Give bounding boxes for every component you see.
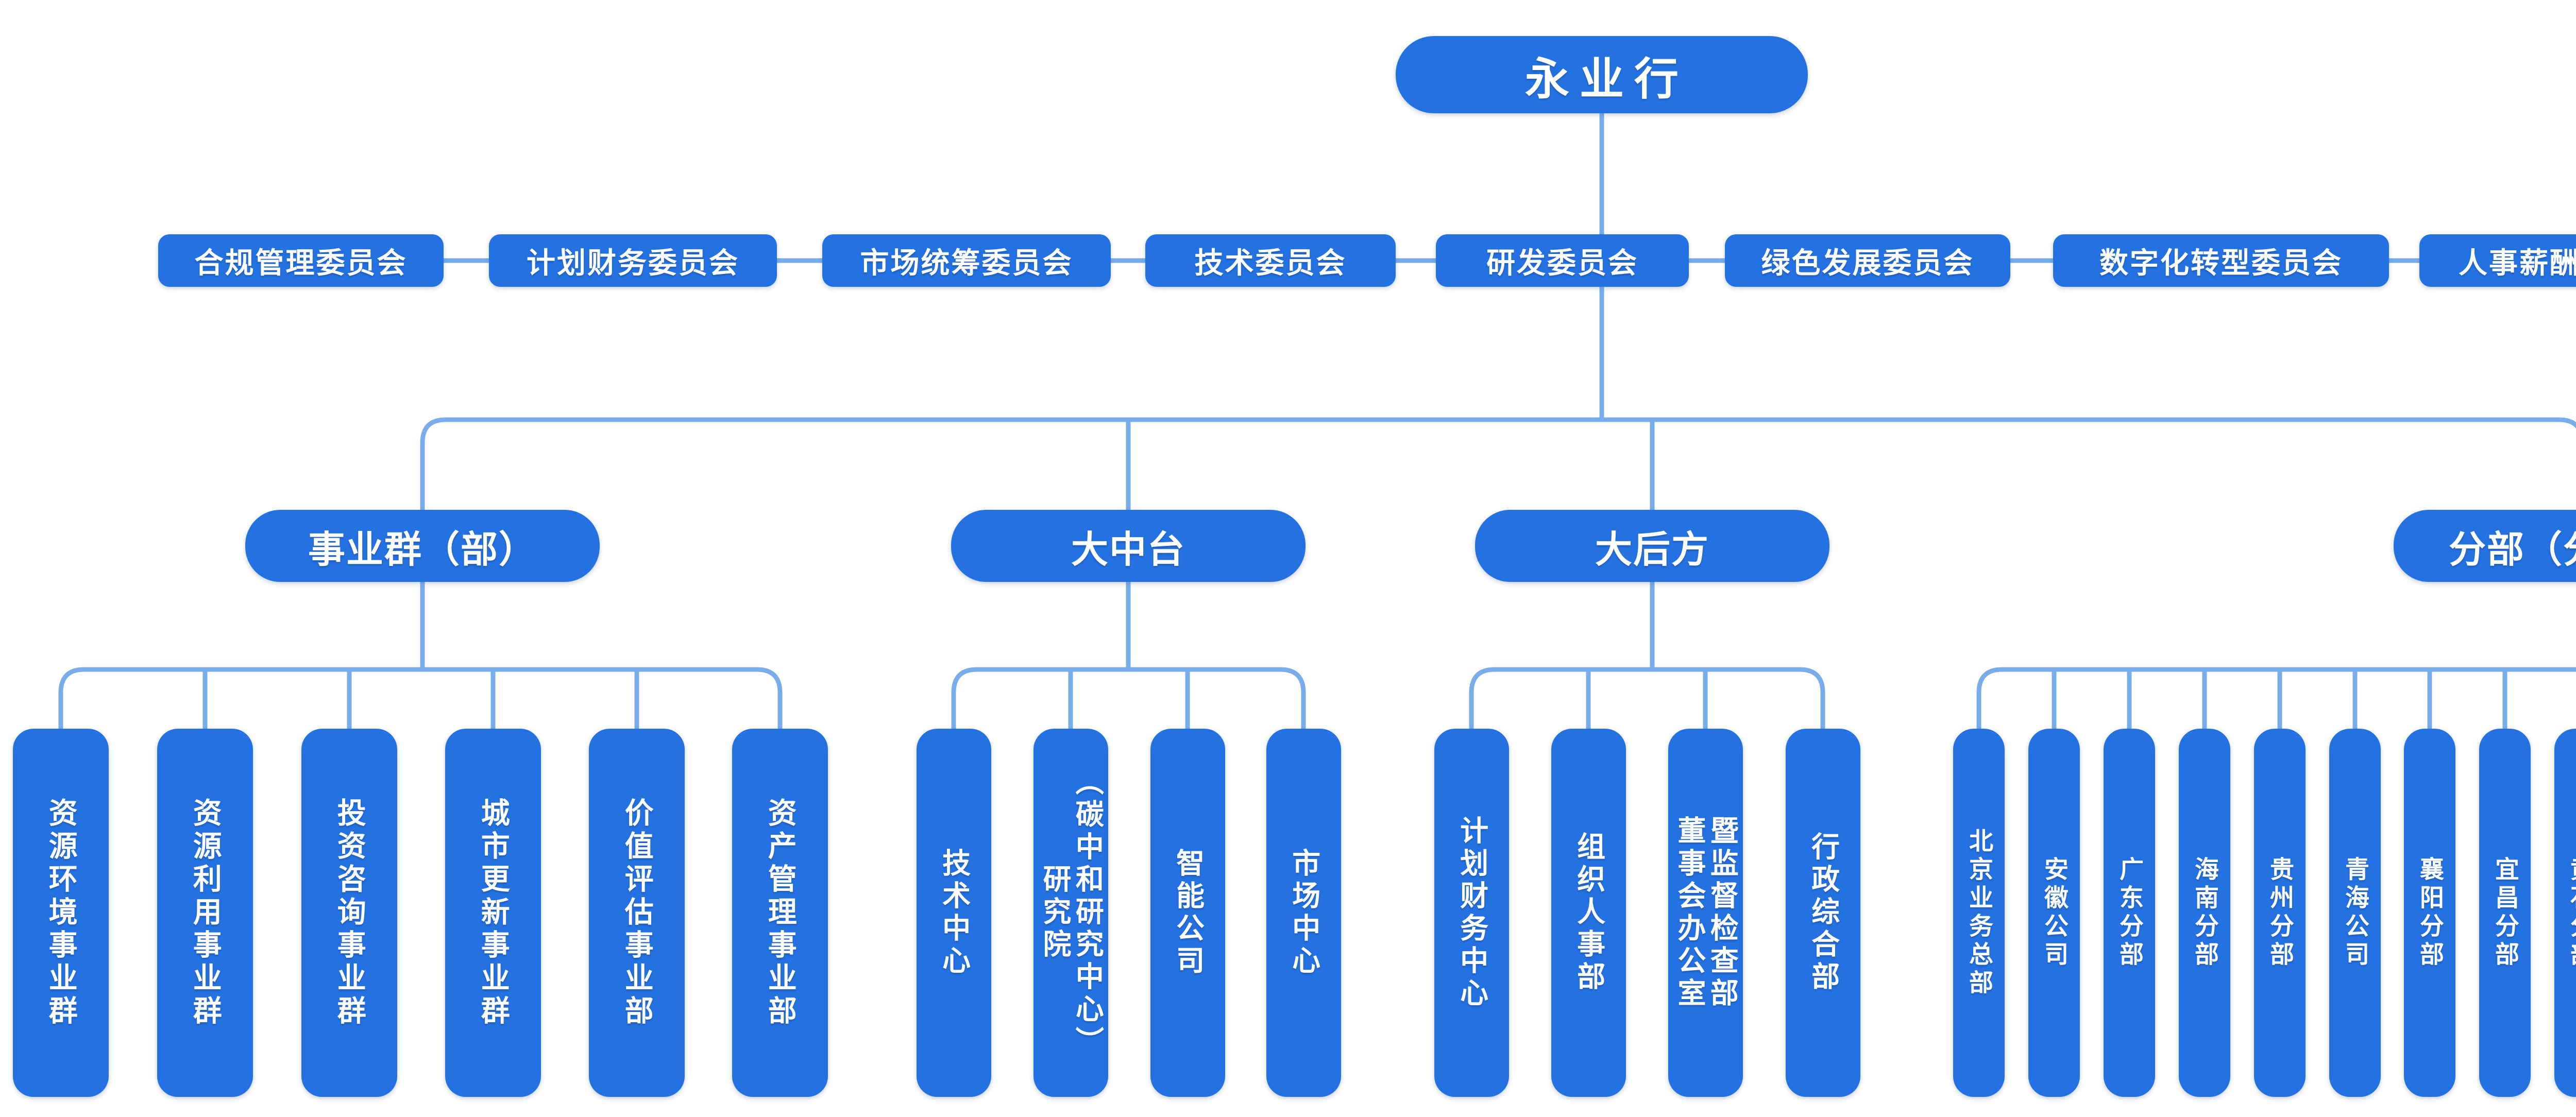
- group-pill-node-label: 事业群（部）: [308, 529, 537, 571]
- committee-node[interactable]: 市场统筹委员会: [822, 234, 1111, 287]
- department-node[interactable]: 组织人事部: [1551, 729, 1626, 1097]
- department-node[interactable]: 资源环境事业群: [13, 729, 109, 1097]
- department-node[interactable]: 投资咨询事业群: [301, 729, 397, 1097]
- committee-node[interactable]: 合规管理委员会: [158, 234, 444, 287]
- department-node[interactable]: 市场中心: [1266, 729, 1341, 1097]
- department-node[interactable]: 贵州分部: [2254, 729, 2306, 1097]
- department-node[interactable]: 计划财务中心: [1434, 729, 1509, 1097]
- group-pill-node-label: 大后方: [1595, 529, 1709, 571]
- department-node-label: 研究院 （碳中和研究中心）: [1039, 767, 1104, 1059]
- department-node-label: 投资咨询事业群: [333, 797, 366, 1028]
- committee-node-label: 合规管理委员会: [194, 246, 408, 279]
- group-pill-node-label: 大中台: [1071, 529, 1185, 571]
- committee-node-label: 计划财务委员会: [527, 246, 739, 279]
- committee-node-label: 技术委员会: [1194, 246, 1347, 279]
- committee-node[interactable]: 人事薪酬委员会: [2419, 234, 2576, 287]
- department-node[interactable]: 安徽公司: [2028, 729, 2080, 1097]
- department-node-label: 董事会办公室 暨监督检查部: [1673, 815, 1738, 1010]
- department-node-label: 海南分部: [2191, 856, 2219, 970]
- group-pill-node-label: 分部（分公司）: [2448, 529, 2576, 571]
- department-node-label: 资源利用事业群: [189, 797, 222, 1028]
- department-node[interactable]: 董事会办公室 暨监督检查部: [1668, 729, 1743, 1097]
- committee-node[interactable]: 数字化转型委员会: [2053, 234, 2389, 287]
- department-node-label: 组织人事部: [1572, 832, 1605, 994]
- department-node-label: 贵州分部: [2266, 856, 2294, 970]
- connector-path: [951, 667, 1306, 729]
- department-node[interactable]: 宜昌分部: [2479, 729, 2531, 1097]
- group-pill-node[interactable]: 事业群（部）: [245, 510, 600, 582]
- department-node[interactable]: 北京业务总部: [1953, 729, 2005, 1097]
- department-node[interactable]: 行政综合部: [1785, 729, 1860, 1097]
- department-node-label: 智能公司: [1172, 848, 1204, 978]
- department-node[interactable]: 黄石分部: [2554, 729, 2576, 1097]
- committee-node[interactable]: 计划财务委员会: [489, 234, 777, 287]
- department-node-label: 计划财务中心: [1455, 815, 1488, 1010]
- connector-path: [58, 667, 783, 729]
- department-node[interactable]: 智能公司: [1150, 729, 1225, 1097]
- department-node-label: 市场中心: [1287, 848, 1320, 978]
- connector-path: [1469, 667, 1825, 729]
- group-pill-node[interactable]: 大后方: [1475, 510, 1829, 582]
- group-pill-node[interactable]: 大中台: [951, 510, 1306, 582]
- department-node[interactable]: 技术中心: [916, 729, 991, 1097]
- department-node-label: 广东分部: [2116, 856, 2144, 970]
- department-node-label: 技术中心: [938, 848, 970, 978]
- department-node-label: 襄阳分部: [2416, 856, 2444, 970]
- committee-node-label: 绿色发展委员会: [1761, 246, 1974, 279]
- department-node[interactable]: 海南分部: [2179, 729, 2230, 1097]
- committee-node-label: 数字化转型委员会: [2099, 246, 2343, 279]
- department-node[interactable]: 襄阳分部: [2404, 729, 2455, 1097]
- department-node-label: 价值评估事业部: [621, 797, 654, 1028]
- department-node-label: 青海公司: [2342, 856, 2369, 970]
- department-node-label: 北京业务总部: [1965, 828, 1993, 998]
- committee-node-label: 研发委员会: [1486, 246, 1638, 279]
- connector-path: [420, 417, 2576, 510]
- root-node[interactable]: 永业行: [1396, 36, 1808, 113]
- committee-node[interactable]: 绿色发展委员会: [1725, 234, 2010, 287]
- department-node[interactable]: 广东分部: [2104, 729, 2155, 1097]
- department-node[interactable]: 青海公司: [2329, 729, 2381, 1097]
- root-node-label: 永业行: [1525, 54, 1689, 104]
- committee-node-label: 人事薪酬委员会: [2459, 246, 2576, 279]
- connector-path: [1976, 667, 2576, 729]
- committee-node[interactable]: 研发委员会: [1436, 234, 1689, 287]
- committee-node[interactable]: 技术委员会: [1145, 234, 1396, 287]
- department-node-label: 黄石分部: [2567, 856, 2576, 970]
- department-node[interactable]: 城市更新事业群: [445, 729, 541, 1097]
- department-node-label: 宜昌分部: [2492, 856, 2519, 970]
- department-node-label: 安徽公司: [2041, 856, 2069, 970]
- department-node[interactable]: 资产管理事业部: [732, 729, 828, 1097]
- group-pill-node[interactable]: 分部（分公司）: [2394, 510, 2576, 582]
- department-node[interactable]: 价值评估事业部: [589, 729, 685, 1097]
- department-node[interactable]: 资源利用事业群: [157, 729, 253, 1097]
- department-node-label: 资产管理事业部: [764, 797, 797, 1028]
- department-node-label: 行政综合部: [1807, 832, 1839, 994]
- department-node[interactable]: 研究院 （碳中和研究中心）: [1033, 729, 1108, 1097]
- committee-node-label: 市场统筹委员会: [860, 246, 1073, 279]
- department-node-label: 资源环境事业群: [45, 797, 78, 1028]
- department-node-label: 城市更新事业群: [477, 797, 510, 1028]
